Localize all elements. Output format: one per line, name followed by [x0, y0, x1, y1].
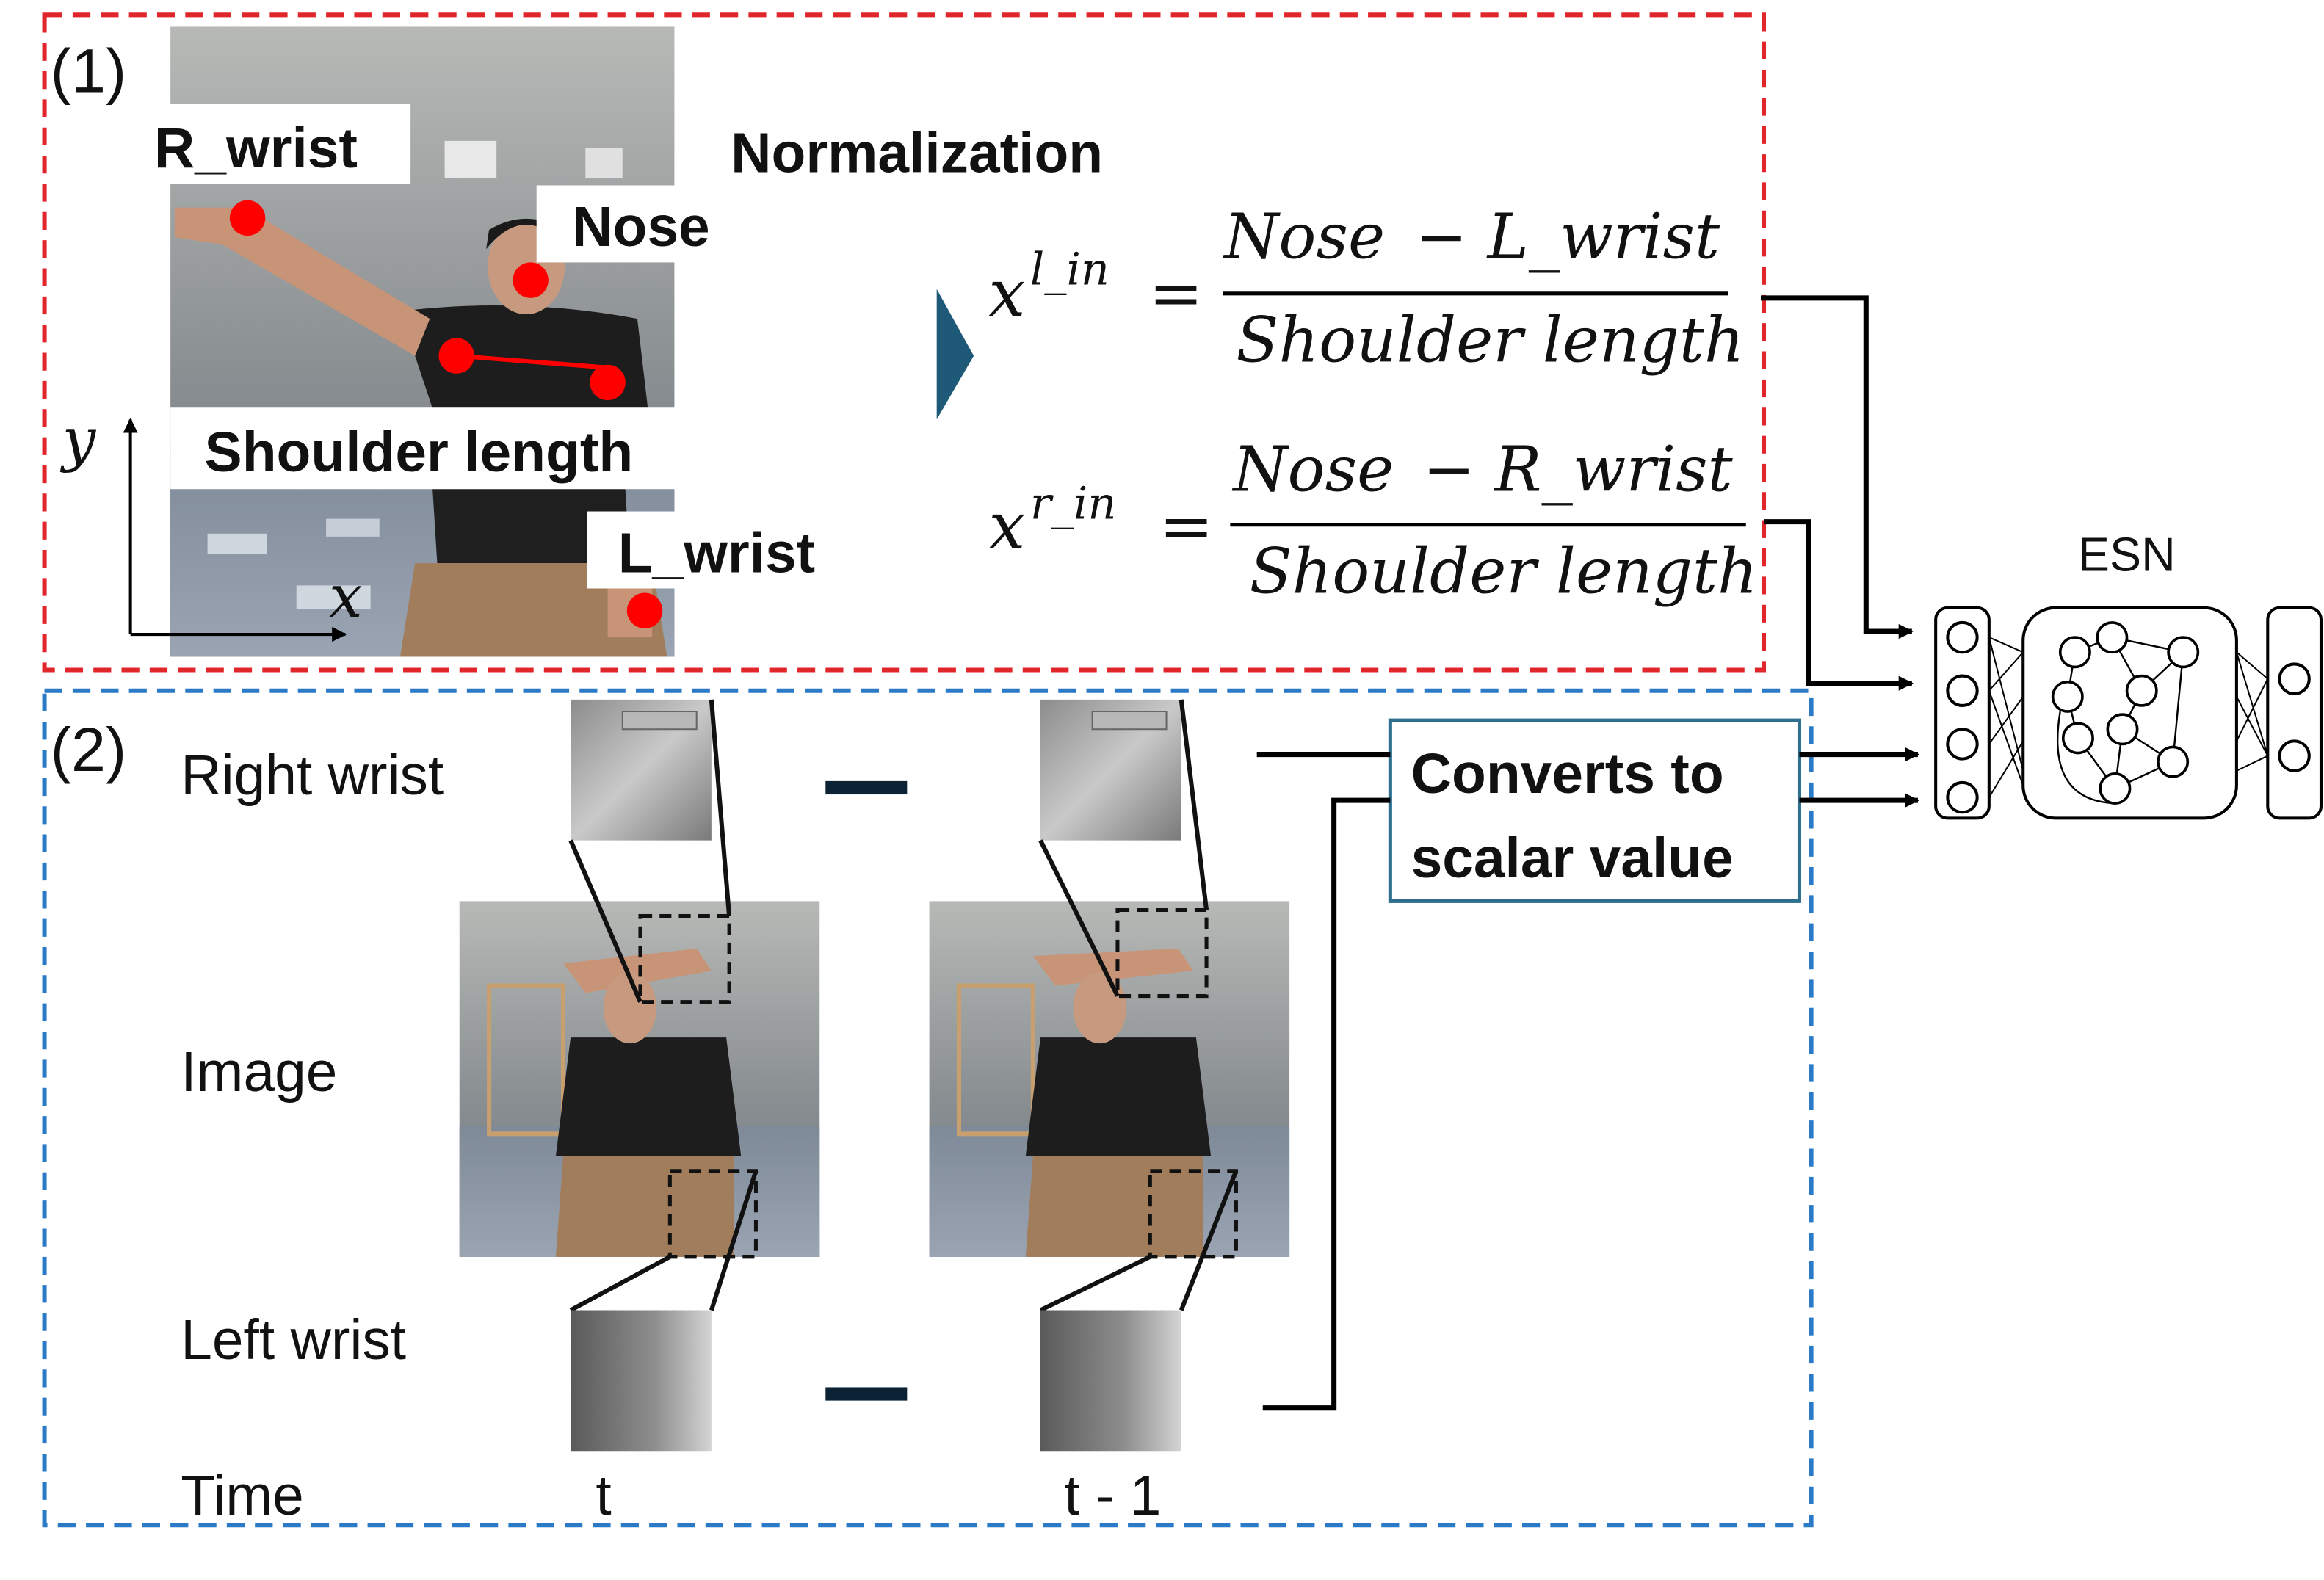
label-l-wrist: L_wrist — [618, 522, 815, 584]
connector-left-input — [1760, 295, 1914, 639]
coordinate-axes — [123, 418, 347, 642]
keypoint-nose — [513, 262, 549, 298]
connector-right-input — [1764, 519, 1914, 691]
frame-image-t — [459, 901, 820, 1259]
converter-box — [1388, 718, 1801, 903]
row-label-image: Image — [181, 1041, 337, 1104]
keypoint-left-shoulder — [590, 364, 626, 401]
label-shoulder-length: Shoulder length — [205, 421, 634, 484]
esn-label: ESN — [2078, 528, 2176, 581]
eq2-numerator-a: Nose — [1231, 432, 1394, 505]
row-label-time: Time — [181, 1465, 304, 1527]
eq2-denominator: Shoulder length — [1250, 535, 1758, 608]
eq1-denominator: Shoulder length — [1236, 304, 1744, 377]
left-wrist-patch-t-minus-1 — [1040, 1310, 1181, 1452]
esn-network — [1934, 606, 2323, 820]
time-label-t-minus-1: t - 1 — [1064, 1465, 1161, 1527]
equation-right: x r_in = Nose − R_wrist Shoulder length — [988, 432, 1757, 607]
label-r-wrist: R_wrist — [154, 117, 358, 180]
section2-border — [42, 688, 1814, 1528]
converter-line2: scalar value — [1411, 827, 1734, 890]
equation-left: x l_in = Nose − L_wrist Shoulder length — [988, 200, 1744, 376]
row-label-right-wrist: Right wrist — [181, 744, 444, 807]
eq1-lhs-sup: l_in — [1030, 244, 1109, 296]
time-label-t: t — [596, 1465, 611, 1527]
section1-border — [42, 12, 1767, 673]
row-label-left-wrist: Left wrist — [181, 1309, 406, 1371]
keypoint-r-wrist — [229, 200, 266, 236]
minus-sign-bottom — [825, 1387, 908, 1401]
label-nose: Nose — [572, 196, 710, 258]
axis-y-label: y — [60, 405, 97, 474]
keypoint-l-wrist — [626, 592, 663, 628]
eq1-lhs-var: x — [988, 256, 1025, 331]
play-triangle-icon — [936, 289, 974, 420]
axis-x-label: x — [329, 562, 363, 631]
section2-marker: (2) — [51, 714, 127, 784]
minus-sign-top — [825, 780, 908, 795]
section1-marker: (1) — [51, 35, 127, 105]
normalization-title: Normalization — [731, 122, 1103, 184]
eq1-numerator-a: Nose — [1223, 200, 1385, 272]
eq2-equals: = — [1159, 488, 1213, 564]
converter-line1: Converts to — [1411, 743, 1724, 805]
eq1-numerator-b: − L_wrist — [1416, 200, 1720, 272]
left-wrist-patch-t — [571, 1310, 712, 1452]
eq2-numerator-b: − R_wrist — [1423, 432, 1734, 505]
frame-image-t-minus-1 — [929, 901, 1290, 1259]
eq2-lhs-var: x — [988, 488, 1025, 564]
eq2-lhs-sup: r_in — [1030, 479, 1117, 530]
keypoint-right-shoulder — [438, 338, 474, 374]
eq1-equals: = — [1148, 256, 1203, 331]
